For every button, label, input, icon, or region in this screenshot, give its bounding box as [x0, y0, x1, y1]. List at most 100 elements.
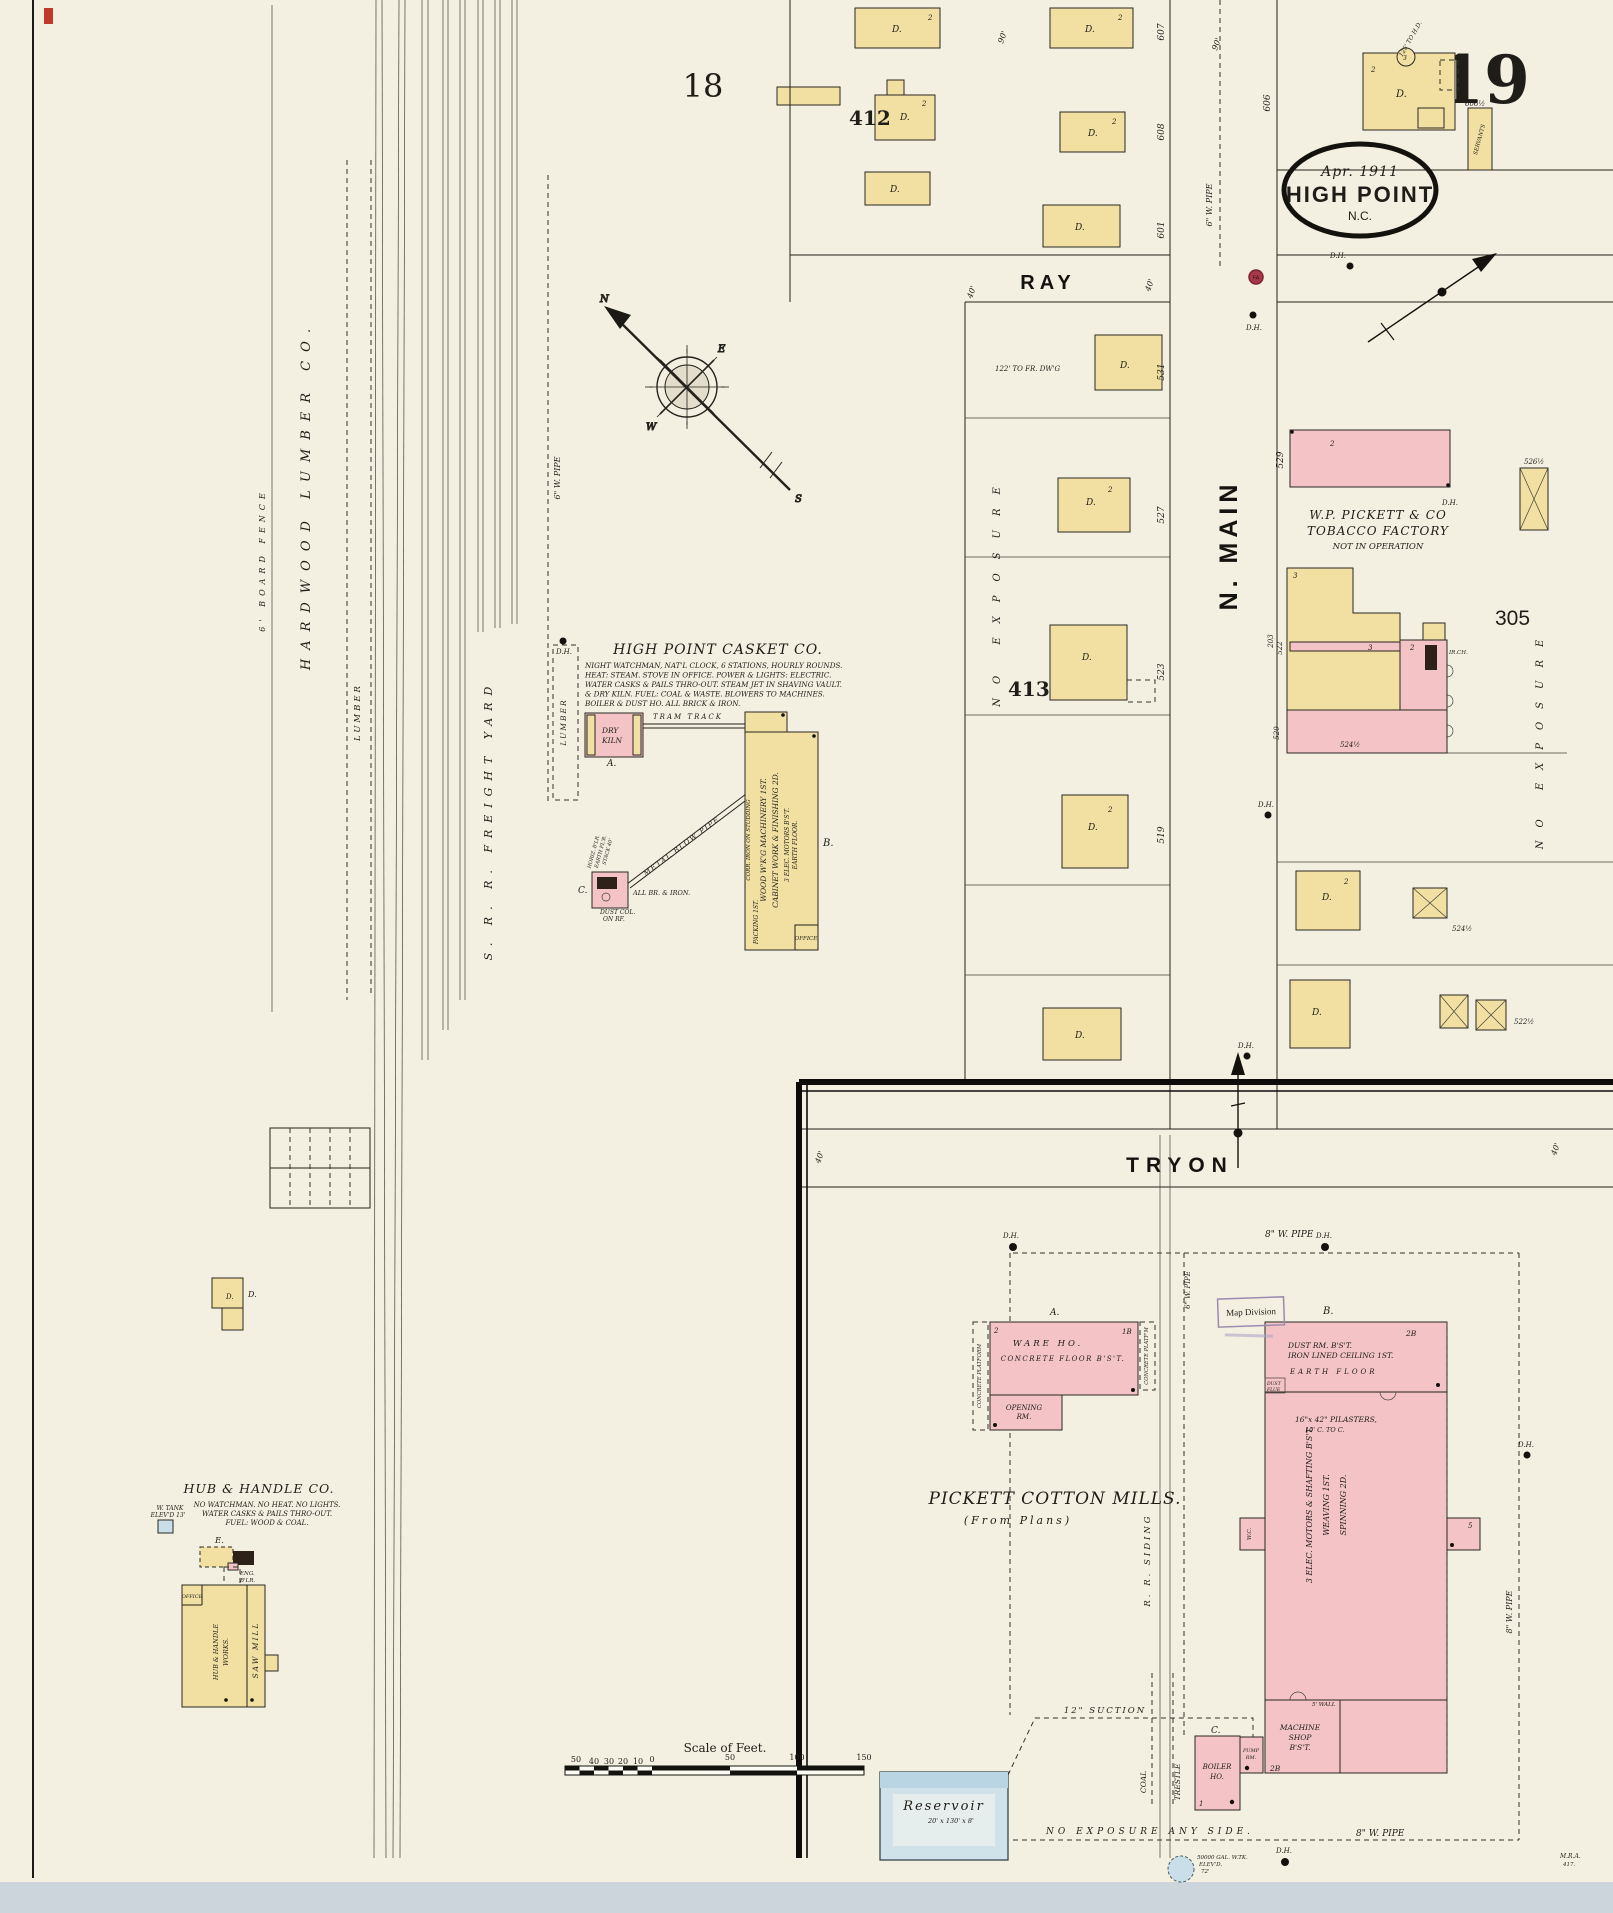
- map-division-text: Map Division: [1226, 1306, 1277, 1318]
- tank-capacity: 50000 GAL. W.TK.: [1197, 1855, 1248, 1861]
- depth-90: 90': [996, 30, 1009, 45]
- scale-tick: 10: [633, 1757, 643, 1766]
- scan-edge-strip: [0, 1882, 1613, 1913]
- story-mark: 2: [927, 14, 933, 22]
- casket-desc-2: HEAT: STEAM. STOVE IN OFFICE. POWER & LI…: [584, 671, 831, 680]
- machine-shop-1: MACHINE: [1279, 1723, 1321, 1732]
- sheet18-building: [776, 86, 841, 106]
- concrete-platform-east: CONCRETE PLATF'M: [1144, 1327, 1150, 1385]
- motors-shafting-label: 3 ELEC. MOTORS & SHAFTING B'S'T.: [1305, 1427, 1314, 1584]
- hub-works-1: HUB & HANDLE: [212, 1624, 220, 1681]
- dust-flue-2: FLUE: [1266, 1387, 1281, 1393]
- casket-dust-col-1: DUST COL.: [599, 909, 635, 916]
- mills-subtitle: (From Plans): [964, 1514, 1072, 1527]
- hardwood-lumber-label: HARDWOOD LUMBER CO.: [299, 320, 314, 671]
- casket-title: HIGH POINT CASKET CO.: [612, 642, 823, 658]
- suction-label: 12" SUCTION: [1064, 1706, 1146, 1716]
- hub-eng-2: B'LR.: [239, 1578, 255, 1584]
- house-524-half: 524½: [1340, 741, 1360, 749]
- suction-line: 12" SUCTION: [1007, 1706, 1254, 1776]
- scale-tick: 40: [589, 1757, 599, 1766]
- building-305-pink-south: [1286, 709, 1448, 754]
- casket-b-annex: [744, 711, 788, 733]
- pipe-6in-label-siding: 6" W. PIPE: [1184, 1271, 1192, 1309]
- freight-yard-label: S. R. R. FREIGHT YARD: [482, 680, 495, 961]
- saw-mill-label: SAW MILL: [251, 1622, 260, 1679]
- pipe-8in-label-east: 8" W. PIPE: [1505, 1590, 1514, 1633]
- casket-b-machinery: WOOD W'K'G MACHINERY 1ST.: [759, 778, 768, 902]
- pump-rm-1: PUMP: [1242, 1748, 1260, 1754]
- story-mark: 2: [1107, 486, 1113, 494]
- hydrant-dot: [1346, 262, 1354, 270]
- hydrant-label: D.H.: [1517, 1441, 1534, 1449]
- block-413: D. D. 2 D. D. 2 D. 531 527 523 519 122' …: [992, 334, 1167, 1061]
- casket-office: OFFICE: [795, 936, 818, 942]
- building-c-label: C.: [1211, 1726, 1221, 1736]
- pipe-6in-label-west: 6" W. PIPE: [553, 456, 562, 499]
- rr-siding: R. R. SIDING COAL TRESTLE: [1139, 1135, 1182, 1858]
- lumber-label: LUMBER: [353, 683, 363, 742]
- casket-b-corr-iron: CORR. IRON ON STUDDING: [746, 799, 752, 881]
- reservoir: Reservoir 20' x 130' x 8': [879, 1771, 1009, 1861]
- hydrant-label: D.H.: [1315, 1232, 1332, 1240]
- casket-b-motors: 3 ELEC. MOTORS B'S'T.: [784, 808, 791, 882]
- surveyor-mark: M.R.A. 417.: [1559, 1853, 1581, 1868]
- no-exposure-west: NO EXPOSURE: [992, 473, 1003, 708]
- house-607: 607: [1157, 23, 1167, 40]
- building-b-label: B.: [1322, 1306, 1334, 1317]
- board-fence-label: 6' BOARD FENCE: [258, 488, 267, 632]
- ray-street-label: RAY: [1020, 272, 1075, 294]
- spinning-label: SPINNING 2D.: [1339, 1475, 1348, 1536]
- earth-floor-label: EARTH FLOOR: [1289, 1368, 1378, 1376]
- block-413-number: 413: [1008, 677, 1050, 701]
- compass-w: W: [646, 422, 657, 433]
- hydrant-dot: [1281, 1858, 1289, 1866]
- fire-alarm-box: [1248, 269, 1264, 285]
- scale-of-feet: Scale of Feet. 50 40 30 20 10 0 50 100 1…: [564, 1741, 872, 1776]
- block-305-number: 305: [1495, 607, 1530, 630]
- scale-tick: 20: [618, 1757, 628, 1766]
- casket-packing: PACKING 1ST.: [753, 900, 760, 945]
- hydrant-dot: [1264, 811, 1272, 819]
- scale-tick: 0: [649, 1755, 654, 1764]
- story-mark: 2: [1107, 806, 1113, 814]
- scale-title: Scale of Feet.: [684, 1741, 767, 1755]
- scale-tick: 150: [856, 1753, 871, 1762]
- casket-dust-col-2: ON RF.: [603, 916, 625, 923]
- complex-305: 305 3 3 2 IR.CH. 524½ 203 522 520 D.H. N…: [1257, 567, 1546, 850]
- building-a-label: A.: [606, 759, 616, 769]
- stamp-state: N.C.: [1348, 209, 1372, 223]
- block-412: D. 2 D. 2 D. D. 2 D. 2 D. 412 607 608 60…: [849, 7, 1223, 248]
- dwelling-mark: D.: [247, 1290, 257, 1299]
- dwelling-mark: D.: [1087, 823, 1098, 833]
- dry-label: DRY: [601, 726, 619, 735]
- n-main-street: N. MAIN FA D.H.: [1215, 269, 1264, 610]
- dwelling-mark: D.: [1087, 129, 1098, 139]
- iron-chimney-label: IR.CH.: [1448, 650, 1468, 656]
- east-dwellings: D. 2 524½ D. 522½ D.H.: [1237, 870, 1534, 1060]
- dwelling-mark: D.: [1085, 498, 1096, 508]
- hydrant-label: D.H.: [1002, 1232, 1019, 1240]
- house-606: 606: [1263, 94, 1273, 111]
- scale-tick: 100: [789, 1753, 804, 1762]
- tryon-width-west: 40': [813, 1150, 826, 1166]
- scale-tick: 50: [725, 1753, 735, 1762]
- story-mark: 2: [1111, 118, 1117, 126]
- weaving-label: WEAVING 1ST.: [1322, 1474, 1331, 1536]
- story-mark: 1: [1199, 1800, 1203, 1808]
- dwelling-mark: D.: [225, 1293, 234, 1301]
- tobacco-line2: TOBACCO FACTORY: [1307, 524, 1449, 538]
- dust-rm-label: DUST RM. B'S'T.: [1287, 1341, 1352, 1350]
- hub-wtank-2: ELEV'D 13': [150, 1512, 186, 1519]
- house-522: 522: [1276, 641, 1284, 655]
- mills-building-c: C. BOILER HO. PUMP RM. 1 2B: [1194, 1726, 1281, 1811]
- wc-label: W.C.: [1247, 1528, 1253, 1540]
- map-division-stamp: Map Division: [1216, 1296, 1286, 1338]
- coal-label: COAL: [1139, 1771, 1148, 1793]
- casket-desc-4: & DRY KILN. FUEL: COAL & WASTE. BLOWERS …: [585, 690, 825, 699]
- section-arrow-north: [1367, 253, 1497, 343]
- house-520: 520: [1273, 726, 1281, 740]
- house-203: 203: [1267, 634, 1275, 649]
- lumber-shed: [269, 1127, 371, 1209]
